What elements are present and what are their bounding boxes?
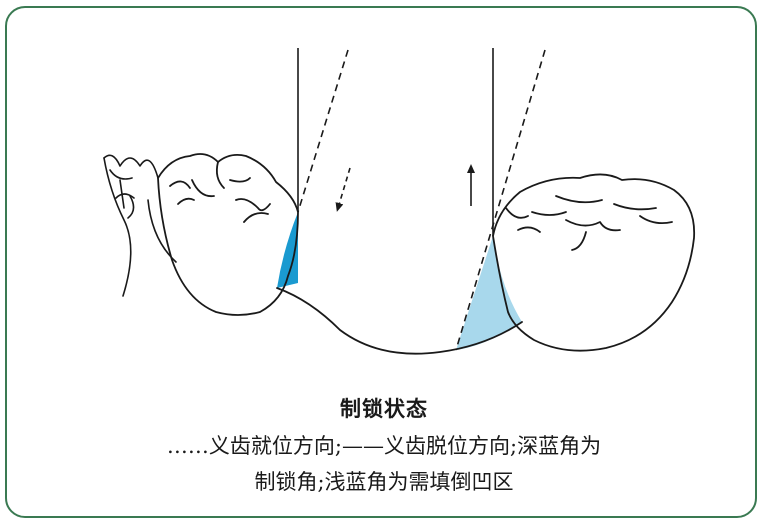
insertion-path-line-left bbox=[298, 50, 348, 212]
undercut-area-fill bbox=[456, 236, 522, 350]
insertion-arrow bbox=[338, 168, 350, 208]
left-abutment-tooth bbox=[158, 154, 298, 315]
figure-legend-line1: ……义齿就位方向;——义齿脱位方向;深蓝角为 bbox=[0, 430, 768, 460]
right-abutment-tooth bbox=[493, 174, 694, 350]
back-tooth bbox=[104, 155, 176, 296]
figure-legend-line2: 制锁角;浅蓝角为需填倒凹区 bbox=[0, 466, 768, 496]
figure-title: 制锁状态 bbox=[0, 393, 768, 423]
